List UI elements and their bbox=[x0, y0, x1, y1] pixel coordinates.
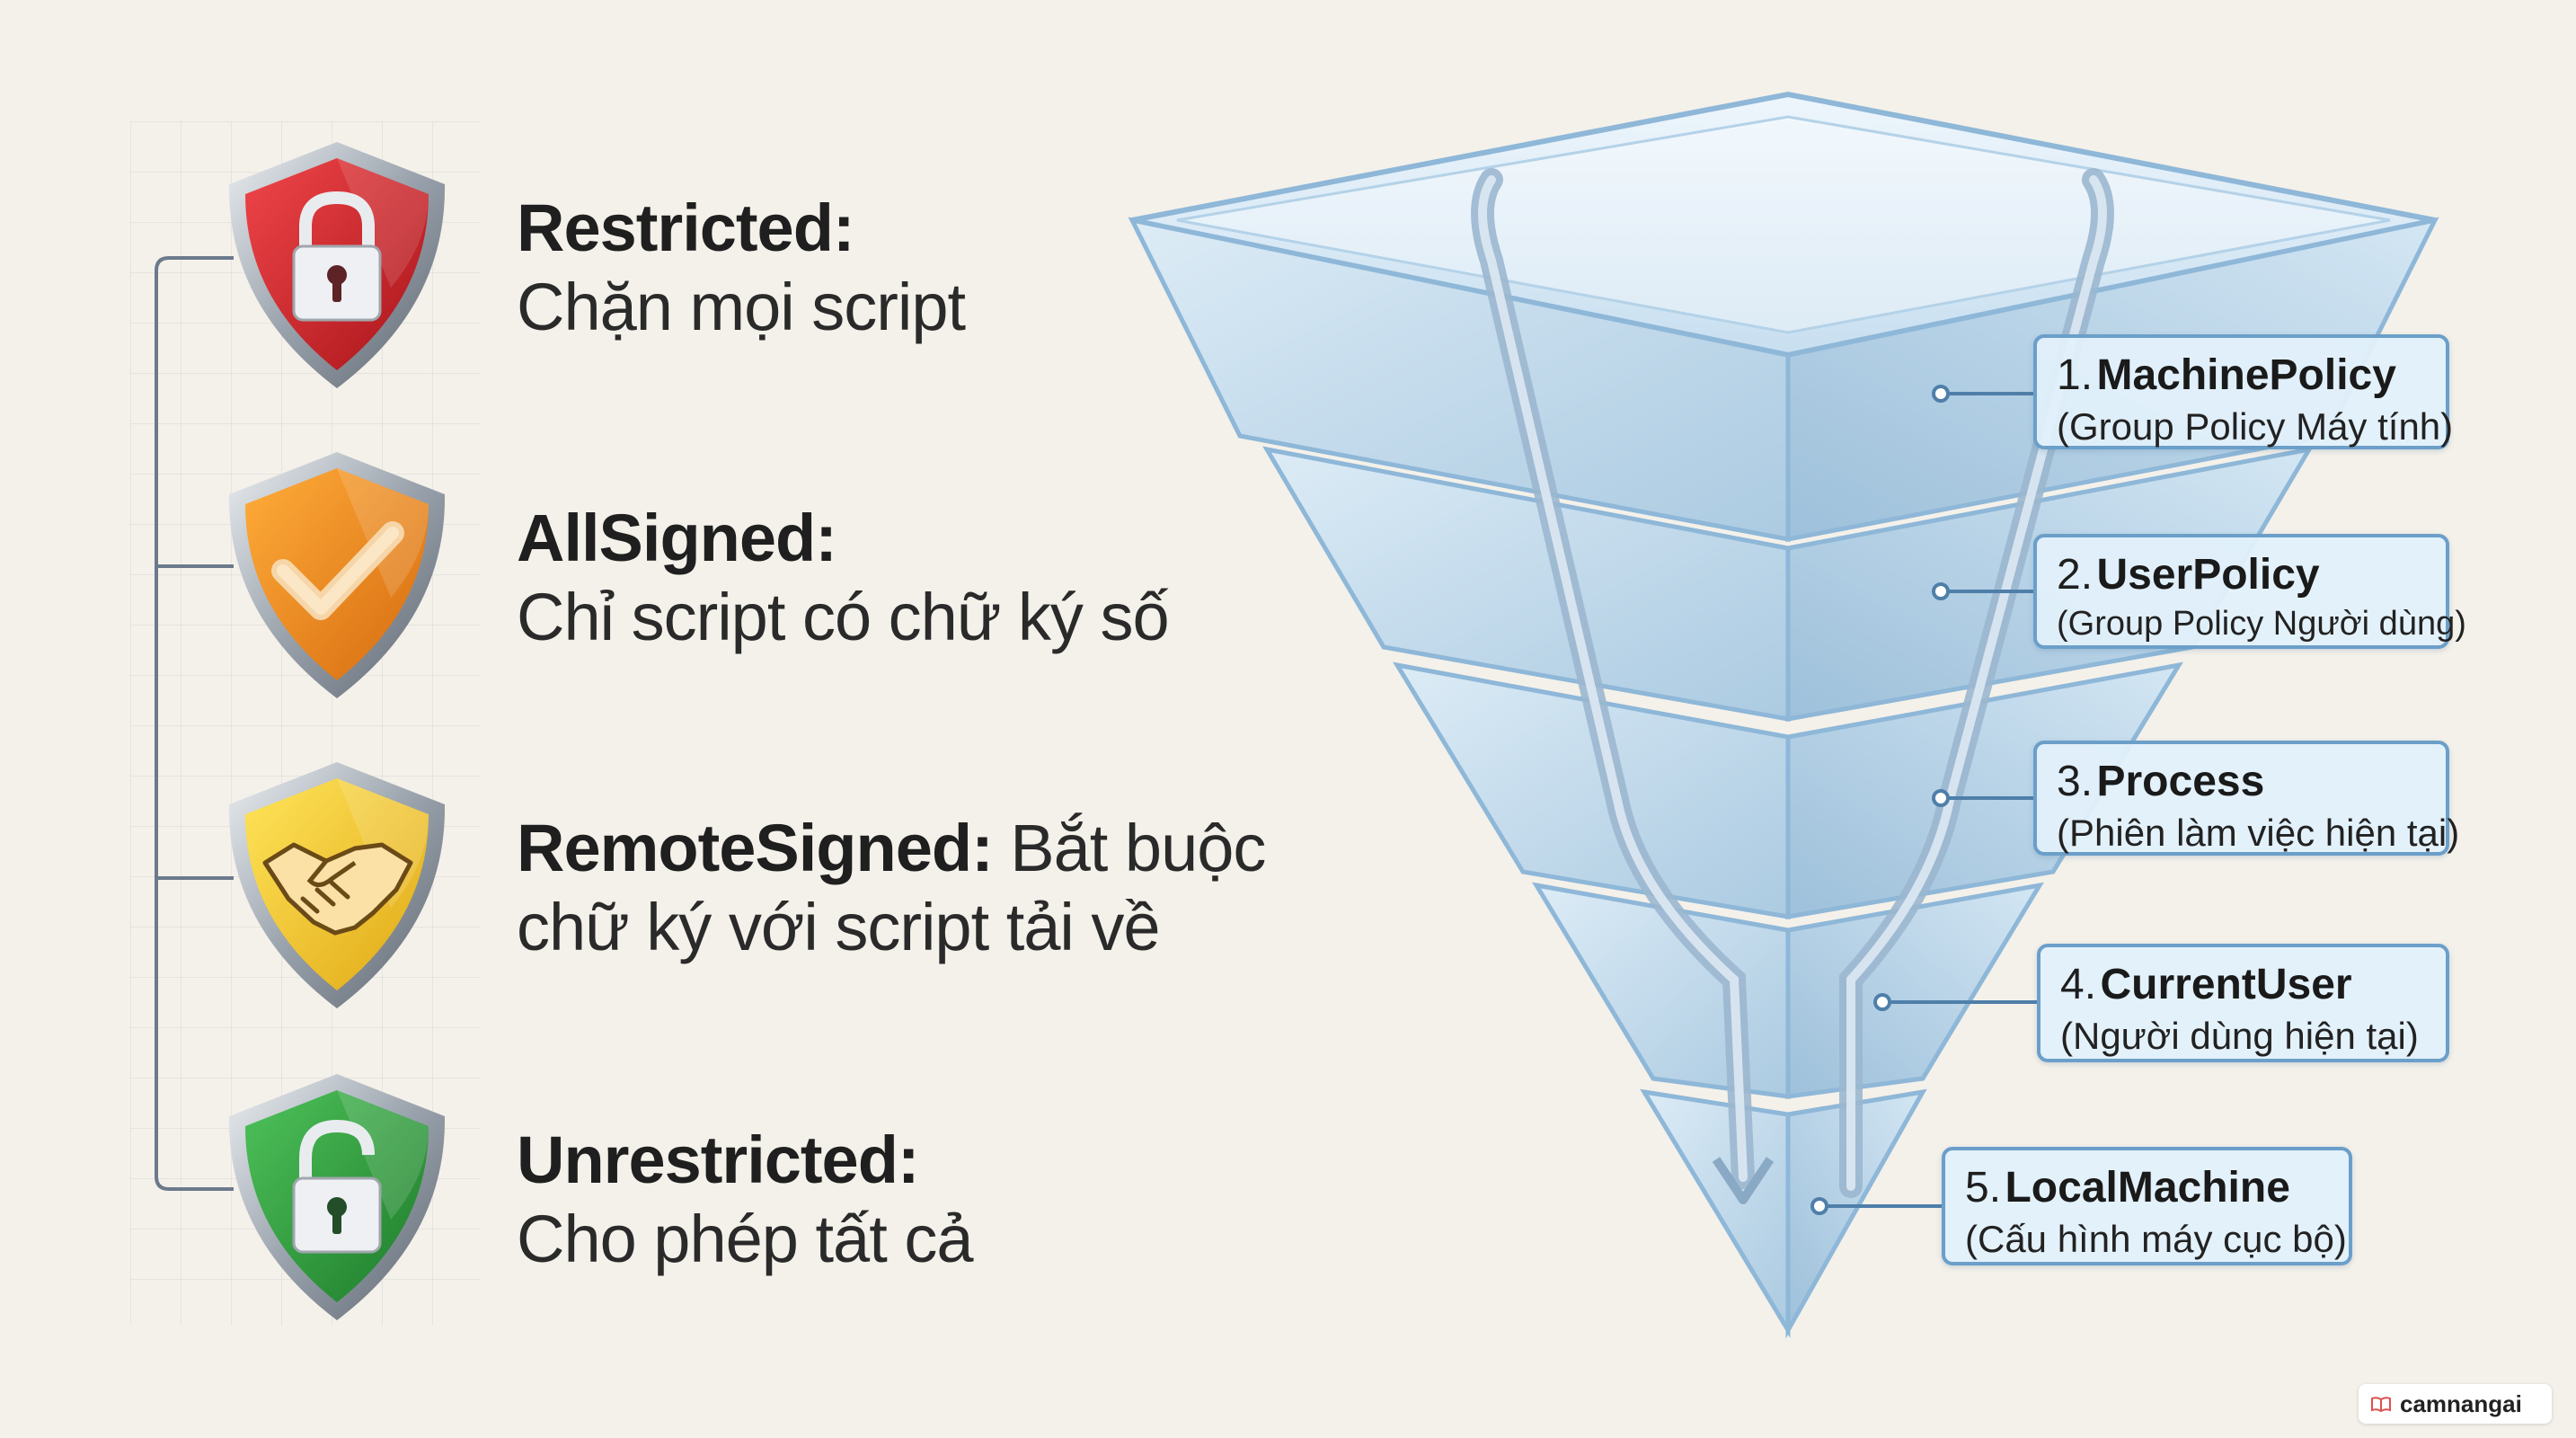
scope-title: CurrentUser bbox=[2100, 961, 2352, 1008]
policy-restricted: Restricted: Chặn mọi script bbox=[220, 135, 1253, 388]
policy-desc-inline: Bắt buộc bbox=[1010, 811, 1266, 885]
scope-callout-localmachine: 5. LocalMachine (Cấu hình máy cục bộ) bbox=[1942, 1147, 2352, 1265]
scope-subtitle: (Người dùng hiện tại) bbox=[2060, 1015, 2419, 1057]
scope-subtitle: (Phiên làm việc hiện tại) bbox=[2057, 812, 2460, 854]
scope-number: 2. bbox=[2057, 551, 2094, 599]
policy-name: Restricted: bbox=[517, 191, 855, 265]
policy-name: Unrestricted: bbox=[517, 1123, 920, 1197]
policy-text-unrestricted: Unrestricted: Cho phép tất cả bbox=[517, 1121, 1415, 1279]
policy-remotesigned: RemoteSigned:Bắt buộc chữ ký với script … bbox=[220, 755, 1266, 1008]
scope-title: LocalMachine bbox=[2005, 1164, 2290, 1212]
policy-desc: chữ ký với script tải về bbox=[517, 890, 1161, 964]
policy-unrestricted: Unrestricted: Cho phép tất cả bbox=[220, 1067, 1253, 1320]
scope-callout-currentuser: 4. CurrentUser (Người dùng hiện tại) bbox=[2037, 944, 2449, 1062]
scope-callout-userpolicy: 2. UserPolicy (Group Policy Người dùng) bbox=[2033, 534, 2466, 649]
watermark: camnangai bbox=[2359, 1384, 2552, 1424]
scope-number: 4. bbox=[2060, 961, 2097, 1008]
green-shield-unlock-icon bbox=[228, 1074, 446, 1320]
policy-name: AllSigned: bbox=[517, 501, 837, 575]
policy-text-restricted: Restricted: Chặn mọi script bbox=[517, 189, 1415, 347]
policy-text-allsigned: AllSigned: Chỉ script có chữ ký số bbox=[517, 499, 1415, 657]
policy-text-remotesigned: RemoteSigned:Bắt buộc chữ ký với script … bbox=[517, 809, 1415, 967]
watermark-text: camnangai bbox=[2400, 1389, 2522, 1417]
scope-number: 5. bbox=[1965, 1164, 2002, 1212]
scope-title: MachinePolicy bbox=[2096, 351, 2396, 399]
red-shield-lock-icon bbox=[228, 142, 446, 388]
scope-number: 1. bbox=[2057, 351, 2094, 399]
scope-title: UserPolicy bbox=[2096, 551, 2320, 599]
policy-desc: Chặn mọi script bbox=[517, 270, 966, 344]
scope-subtitle: (Cấu hình máy cục bộ) bbox=[1965, 1218, 2347, 1260]
scope-subtitle: (Group Policy Máy tính) bbox=[2057, 405, 2454, 448]
orange-shield-checkmark-icon bbox=[228, 452, 446, 698]
policy-desc: Chỉ script có chữ ký số bbox=[517, 580, 1170, 654]
book-icon bbox=[2371, 1397, 2391, 1412]
scope-number: 3. bbox=[2057, 758, 2094, 805]
policy-allsigned: AllSigned: Chỉ script có chữ ký số bbox=[220, 445, 1253, 698]
policy-connector-line bbox=[155, 256, 234, 1191]
yellow-shield-handshake-icon bbox=[228, 762, 446, 1008]
policy-desc: Cho phép tất cả bbox=[517, 1202, 973, 1276]
scope-callout-machinepolicy: 1. MachinePolicy (Group Policy Máy tính) bbox=[2033, 334, 2454, 449]
policy-name: RemoteSigned: bbox=[517, 811, 994, 885]
scope-callout-process: 3. Process (Phiên làm việc hiện tại) bbox=[2033, 741, 2460, 856]
scope-subtitle: (Group Policy Người dùng) bbox=[2057, 605, 2466, 643]
scope-title: Process bbox=[2096, 758, 2265, 805]
